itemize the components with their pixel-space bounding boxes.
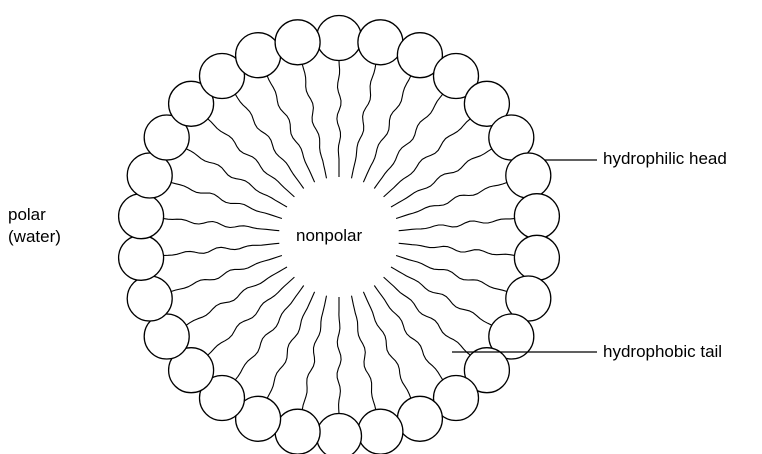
hydrophobic-tail	[350, 295, 377, 410]
hydrophobic-tail	[373, 93, 444, 189]
hydrophilic-head	[463, 347, 511, 394]
hydrophilic-head	[274, 408, 321, 454]
hydrophilic-head	[274, 19, 321, 66]
hydrophilic-head	[198, 374, 246, 422]
hydrophilic-head	[513, 193, 561, 240]
hydrophilic-head	[513, 234, 561, 281]
hydrophobic-tail	[336, 297, 342, 414]
hydrophobic-tail	[301, 64, 328, 179]
hydrophilic-head	[432, 52, 480, 100]
hydrophilic-head	[396, 395, 444, 442]
hydrophilic-head	[315, 412, 363, 454]
hydrophobic-tail	[350, 64, 377, 179]
hydrophobic-tail-label: hydrophobic tail	[603, 342, 723, 361]
hydrophilic-head	[234, 32, 282, 79]
hydrophilic-head	[117, 193, 165, 240]
hydrophilic-head	[357, 408, 404, 454]
hydrophobic-tail	[163, 242, 280, 256]
tail-group	[163, 60, 515, 414]
hydrophobic-tail	[266, 291, 316, 399]
hydrophilic-head	[167, 347, 215, 394]
hydrophilic-head	[488, 313, 535, 360]
hydrophilic-head	[198, 52, 246, 100]
hydrophobic-tail	[390, 148, 493, 208]
hydrophilic-head	[167, 80, 215, 127]
hydrophilic-head	[315, 14, 363, 62]
hydrophobic-tail	[336, 60, 342, 177]
hydrophilic-head	[505, 152, 552, 199]
hydrophobic-tail	[383, 118, 471, 198]
hydrophobic-tail	[207, 118, 295, 198]
hydrophobic-tail	[395, 181, 508, 220]
hydrophobic-tail	[170, 181, 283, 220]
hydrophobic-tail	[170, 254, 283, 293]
hydrophobic-tail	[362, 291, 412, 399]
hydrophobic-tail	[185, 148, 288, 208]
hydrophilic-head-label: hydrophilic head	[603, 149, 727, 168]
hydrophobic-tail	[185, 266, 288, 326]
hydrophilic-head	[463, 80, 511, 127]
hydrophobic-tail	[163, 218, 280, 232]
hydrophobic-tail	[398, 242, 515, 256]
hydrophobic-tail	[362, 75, 412, 183]
hydrophilic-head	[143, 114, 190, 161]
head-group	[117, 14, 561, 454]
polar-label: polar	[8, 205, 46, 224]
hydrophobic-tail	[383, 276, 471, 356]
hydrophilic-head	[126, 275, 173, 322]
hydrophilic-head	[357, 19, 404, 66]
hydrophobic-tail	[234, 285, 305, 381]
hydrophilic-head	[234, 395, 282, 442]
hydrophobic-tail	[390, 266, 493, 326]
hydrophobic-tail	[398, 218, 515, 232]
hydrophilic-head	[396, 32, 444, 79]
hydrophobic-tail	[373, 285, 444, 381]
hydrophilic-head	[432, 374, 480, 422]
hydrophobic-tail	[207, 276, 295, 356]
water-label: (water)	[8, 227, 61, 246]
hydrophobic-tail	[266, 75, 316, 183]
hydrophobic-tail	[395, 254, 508, 293]
hydrophobic-tail	[301, 295, 328, 410]
hydrophilic-head	[117, 234, 165, 281]
hydrophobic-tail	[234, 93, 305, 189]
nonpolar-label: nonpolar	[296, 226, 363, 245]
